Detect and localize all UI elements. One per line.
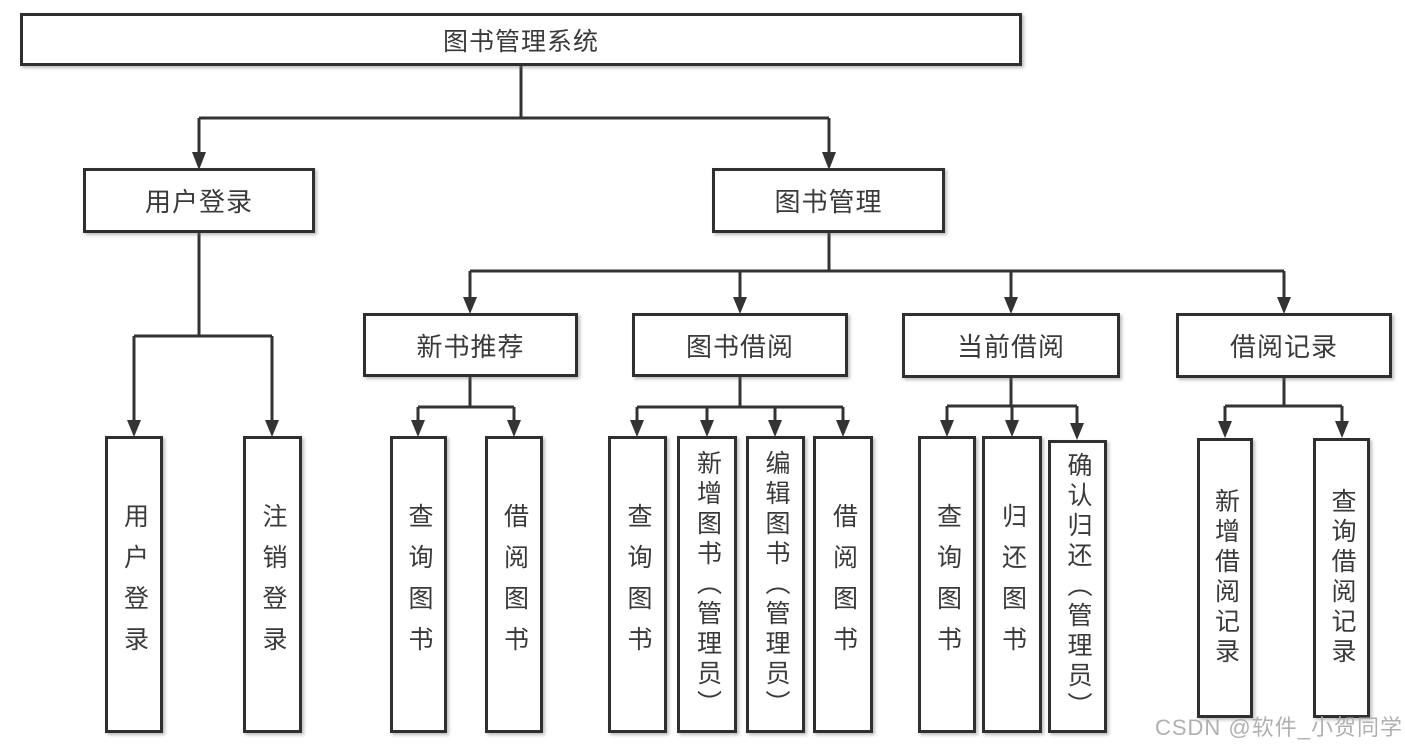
leaf-edit-book-admin: 编辑图书（管理员） (746, 436, 805, 733)
node-label: 图书管理 (774, 187, 883, 217)
node-label: 借阅图书 (500, 502, 529, 667)
node-label: 归还图书 (998, 502, 1027, 667)
leaf-query-book-current: 查询图书 (918, 436, 976, 733)
leaf-borrow-book: 借阅图书 (813, 436, 873, 733)
leaf-borrow-book-recommend: 借阅图书 (485, 436, 543, 733)
node-label: 新增借阅记录 (1211, 488, 1240, 668)
node-label: 确认归还（管理员） (1064, 451, 1092, 722)
node-user-login: 用户登录 (83, 168, 315, 233)
node-book-management: 图书管理 (712, 168, 945, 233)
node-label: 查询图书 (624, 502, 652, 667)
node-label: 用户登录 (144, 187, 253, 217)
node-borrow-records: 借阅记录 (1176, 313, 1392, 378)
node-label: 注销登录 (259, 502, 287, 667)
leaf-query-book-borrow: 查询图书 (608, 436, 667, 733)
node-new-book-recommend: 新书推荐 (363, 313, 578, 377)
leaf-user-login: 用户登录 (105, 436, 163, 733)
csdn-watermark: CSDN @软件_小贺同学 (1154, 715, 1403, 740)
node-label: 当前借阅 (956, 332, 1065, 362)
node-current-borrow: 当前借阅 (902, 313, 1120, 378)
leaf-return-book: 归还图书 (982, 436, 1042, 733)
node-label: 查询图书 (933, 502, 962, 667)
leaf-add-borrow-record: 新增借阅记录 (1197, 438, 1253, 718)
leaf-query-borrow-record: 查询借阅记录 (1313, 438, 1370, 718)
leaf-query-book-recommend: 查询图书 (390, 436, 447, 733)
node-label: 新增图书（管理员） (693, 449, 722, 720)
node-label: 新书推荐 (416, 331, 525, 362)
node-label: 编辑图书（管理员） (762, 449, 790, 720)
node-label: 图书借阅 (685, 331, 794, 362)
node-book-borrow: 图书借阅 (632, 313, 848, 377)
arrowheads (127, 152, 1349, 440)
node-label: 借阅图书 (829, 502, 858, 667)
leaf-add-book-admin: 新增图书（管理员） (677, 436, 737, 733)
node-library-management-system: 图书管理系统 (20, 13, 1022, 66)
node-label: 查询图书 (405, 502, 433, 667)
node-label: 图书管理系统 (442, 27, 599, 56)
node-label: 借阅记录 (1229, 332, 1338, 362)
leaf-logout: 注销登录 (243, 436, 302, 733)
node-label: 查询借阅记录 (1328, 488, 1356, 668)
node-label: 用户登录 (120, 502, 149, 667)
leaf-confirm-return-admin: 确认归还（管理员） (1048, 440, 1107, 733)
